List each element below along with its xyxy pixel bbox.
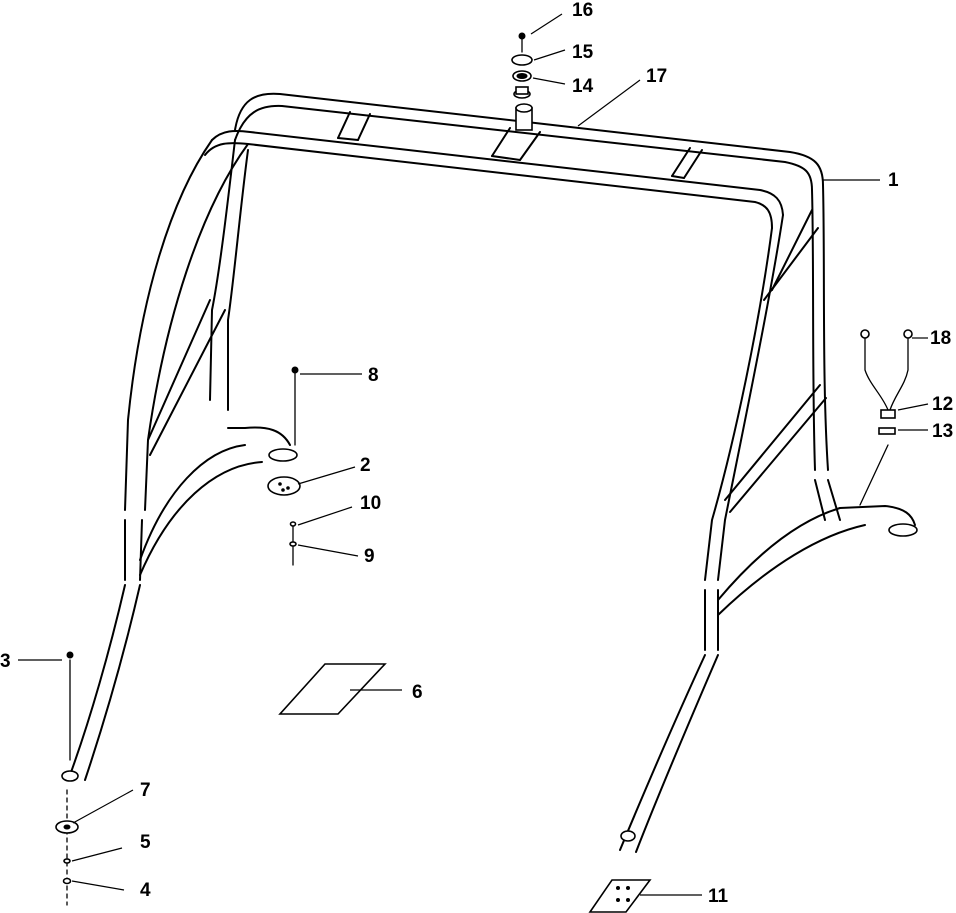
- callout-4: 4: [140, 880, 151, 901]
- right-fasteners: [859, 329, 913, 506]
- callout-11: 11: [708, 886, 729, 907]
- callout-13: 13: [932, 421, 953, 442]
- callout-3: 3: [0, 651, 11, 672]
- decal-11: [588, 879, 652, 913]
- callout-15: 15: [572, 42, 594, 63]
- top-mount-hardware: [511, 32, 533, 131]
- callout-14: 14: [572, 76, 594, 97]
- callout-7: 7: [140, 780, 151, 801]
- callout-10: 10: [360, 493, 381, 514]
- callout-1: 1: [888, 170, 899, 191]
- callout-6: 6: [412, 682, 423, 703]
- left-fasteners: [267, 366, 301, 566]
- callout-2: 2: [360, 455, 371, 476]
- callout-5: 5: [140, 832, 151, 853]
- callout-16: 16: [572, 0, 593, 21]
- callout-9: 9: [364, 546, 375, 567]
- callout-18: 18: [930, 328, 951, 349]
- decal-6: [278, 663, 387, 715]
- lower-left-fasteners: [55, 651, 79, 906]
- callout-17: 17: [646, 66, 667, 87]
- callout-12: 12: [932, 394, 953, 415]
- leader-lines: [18, 13, 929, 896]
- tower-frame: [61, 92, 918, 853]
- callout-8: 8: [368, 365, 379, 386]
